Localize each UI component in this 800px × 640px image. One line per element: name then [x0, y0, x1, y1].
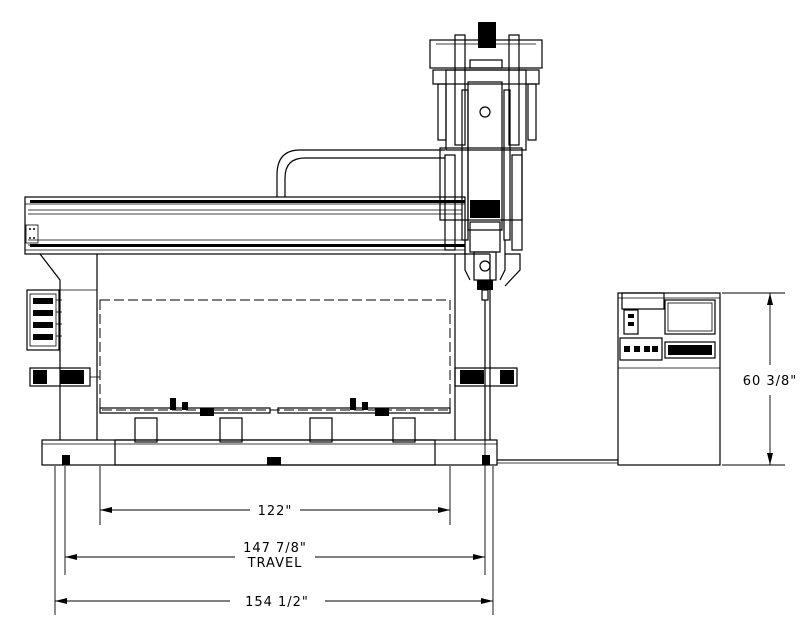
- dim-travel-label: TRAVEL: [247, 556, 303, 571]
- dim-inner-label: 122": [258, 504, 293, 519]
- gantry-beam: [24, 196, 466, 255]
- dimension-overall: 154 1/2": [54, 466, 494, 615]
- left-clamp: [29, 367, 100, 387]
- dim-overall-label: 154 1/2": [245, 595, 309, 610]
- dimension-travel: 147 7/8" TRAVEL: [64, 440, 486, 575]
- dim-travel-value: 147 7/8": [243, 541, 307, 556]
- left-leg: [39, 253, 98, 440]
- table-pods: [99, 398, 451, 443]
- vacuum-valve-bank: [26, 289, 62, 351]
- machine-base: [41, 439, 498, 466]
- z-axis-carriage: [429, 22, 543, 440]
- dim-height-label: 60 3/8": [743, 374, 798, 389]
- dimension-height: 60 3/8": [722, 292, 798, 466]
- right-clamp: [454, 367, 518, 387]
- work-envelope: [99, 299, 451, 411]
- cable-carrier: [276, 149, 445, 197]
- dimension-122: 122": [99, 466, 451, 525]
- control-cabinet: [497, 292, 721, 466]
